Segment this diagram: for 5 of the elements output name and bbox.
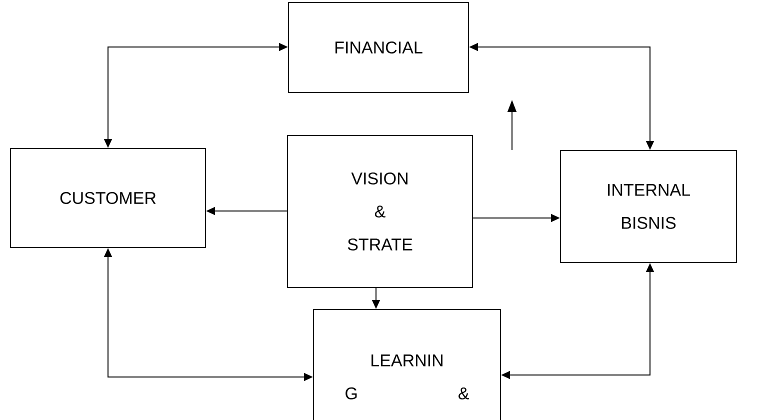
process-box: VISION & STRATE [287, 135, 473, 288]
process-box: FINANCIAL [288, 2, 469, 93]
process-box: LEARNIN G & [313, 309, 501, 420]
process-box: INTERNAL BISNIS [560, 150, 737, 263]
process-box: CUSTOMER [10, 148, 206, 248]
